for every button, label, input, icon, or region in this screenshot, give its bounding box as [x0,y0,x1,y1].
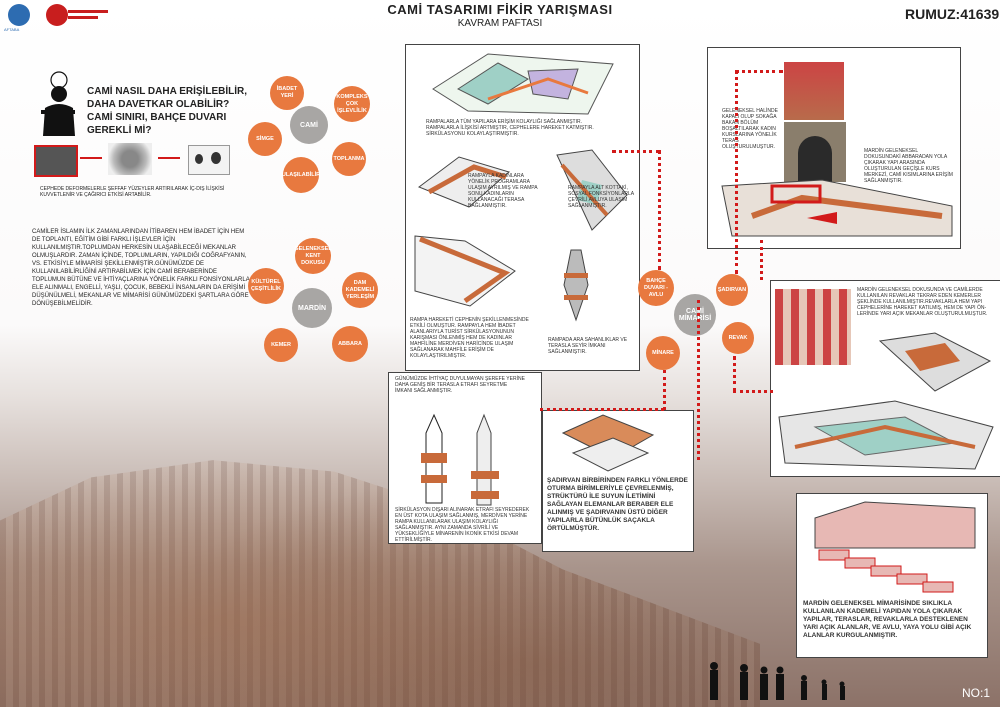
ministry-logo-text-mark [68,10,108,13]
question-line-2: DAHA DAVETKAR OLABİLİR? [87,99,230,110]
intro-paragraph: CAMİLER İSLAMIN İLK ZAMANLARINDAN İTİBAR… [32,229,250,307]
mardin-node-kademeli: DAM KADEMELİ YERLEŞİM [342,272,378,308]
platform-ramp-drawing [563,249,589,322]
revak-site-drawing [778,400,994,470]
mardin-node-kemer: KEMER [264,328,298,362]
abbara-section-drawing [721,179,953,237]
ministry-logo-text-mark-2 [68,16,98,19]
connector-sadirvan-v [697,300,700,460]
minaret-bottom-caption: SİRKÜLASYON DIŞARI ALINARAK ETRAFI SEYRE… [395,507,530,543]
connector-ramp-v [658,150,661,270]
ramp-top-caption: RAMPALARLA TÜM YAPILARA ERİŞİM KOLAYLIĞI… [426,119,594,137]
revak-photo [775,289,851,365]
page-number: NO:1 [962,686,991,700]
sadirvan-drawing [561,414,655,472]
sadirvan-caption: ŞADIRVAN BİRBİRİNDEN FARKLI YÖNLERDE OTU… [547,477,688,532]
cami-node-kompleks: KOMPLEKS ÇOK İŞLEVLİLİK [334,86,370,122]
cami-node-ibadet: İBADET YERİ [270,76,304,110]
connector-revak-v [733,356,736,392]
abbara-photo-bottom [784,122,846,182]
arrow-1 [80,157,102,159]
rumuz-code: RUMUZ:41639 [905,6,1000,22]
cami-center-node: CAMİ [290,106,328,144]
cami-node-ulasilabilir: ULAŞILABİLİR [282,157,320,193]
arrow-2 [158,157,180,159]
abbara-right-caption: MARDİN GELENEKSEL DOKUSUNDAKİ ABBARADAN … [864,148,953,184]
question-line-1: CAMİ NASIL DAHA ERİŞİLEBİLİR, [87,86,248,97]
facade-ramp-drawing [414,235,516,307]
abbara-photo-top [784,62,844,120]
kademeli-panel: MARDİN GELENEKSEL MİMARİSİNDE SIKLIKLA K… [796,493,988,658]
ramp-facade-caption: RAMPA HAREKETİ CEPHENİN ŞEKİLLENMESİNDE … [410,317,529,359]
cami-node-simge: SİMGE [248,122,282,156]
competition-logo [8,4,30,26]
facade-sketch-deformed [108,143,152,175]
connector-minare-v [663,370,666,410]
abbara-left-caption: GELENEKSEL HALİNDE KAPALI OLUP SOKAĞA BA… [722,108,778,150]
page-subtitle: KAVRAM PAFTASI [457,18,543,29]
facade-sketch-transparent [188,145,230,175]
minaret-top-caption: GÜNÜMÜZDE İHTİYAÇ DUYULMAYAN ŞEREFE YERİ… [395,376,525,394]
mimari-node-sadirvan: ŞADIRVAN [716,274,748,306]
connector-abbara [735,70,738,274]
cami-node-toplanma: TOPLANMA [332,142,366,176]
mimari-node-revak: REVAK [722,322,754,354]
connector-minare-h [540,408,664,411]
mardin-node-kulturel: KÜLTÜREL ÇEŞİTLİLİK [248,268,284,304]
ramp-panel: RAMPALARLA TÜM YAPILARA ERİŞİM KOLAYLIĞI… [405,44,640,371]
ramp-platforms-caption: RAMPADA ARA SAHANLIKLAR VE TERASLA SEYİR… [548,337,628,355]
mimari-node-bahce: BAHÇE DUVARI -AVLU [638,270,674,306]
connector-ramp [612,150,660,153]
sadirvan-panel: ŞADIRVAN BİRBİRİNDEN FARKLI YÖNLERDE OTU… [542,410,694,552]
revak-model-drawing [878,332,992,392]
revak-panel: MARDİN GELENEKSEL DOKUSUNDA VE CAMİLERDE… [770,280,1000,477]
revak-caption: MARDİN GELENEKSEL DOKUSUNDA VE CAMİLERDE… [857,287,988,317]
question-line-4: GEREKLİ Mİ? [87,125,152,136]
mimari-center-node: CAMİ MİMARİSİ [674,294,716,336]
minaret-panel: GÜNÜMÜZDE İHTİYAÇ DUYULMAYAN ŞEREFE YERİ… [388,372,542,544]
mardin-node-abbara: ABBARA [332,326,368,362]
women-ramp-drawing [417,156,511,208]
question-line-3: CAMİ SINIRI, BAHÇE DUVARI [87,112,227,123]
ramp-women-caption: RAMPAYLA KADINLARA YÖNELİK PROGRAMLARA U… [468,173,538,209]
mardin-center-node: MARDİN [292,288,332,328]
ministry-logo [46,4,68,26]
site-plan-drawing [432,53,614,115]
people-silhouettes [700,656,860,704]
social-ramp-drawing [556,149,628,231]
minaret-drawing [421,413,499,506]
kademeli-caption: MARDİN GELENEKSEL MİMARİSİNDE SIKLIKLA K… [803,600,972,639]
main-question: CAMİ NASIL DAHA ERİŞİLEBİLİR, DAHA DAVET… [87,85,247,137]
mardin-node-kent-dokusu: GELENEKSEL KENT DOKUSU [294,238,332,274]
facade-sketch-solid [34,145,78,177]
abbara-panel: GELENEKSEL HALİNDE KAPALI OLUP SOKAĞA BA… [707,47,961,249]
thinking-person-icon [35,70,81,140]
mimari-node-minare: MİNARE [646,336,680,370]
connector-kademeli-v [760,240,763,280]
kademeli-section-drawing [814,501,976,593]
facade-note: CEPHEDE DEFORMELERLE ŞEFFAF YÜZEYLER ART… [40,186,225,198]
page-title: CAMİ TASARIMI FİKİR YARIŞMASI [387,2,613,17]
logo-caption: AFTABA [4,27,20,32]
connector-revak-h [733,390,773,393]
ramp-social-caption: RAMPAYLA ALT KOTTAKİ, SOSYAL FONKSİYONLA… [568,185,634,209]
connector-abbara-h [735,70,783,73]
